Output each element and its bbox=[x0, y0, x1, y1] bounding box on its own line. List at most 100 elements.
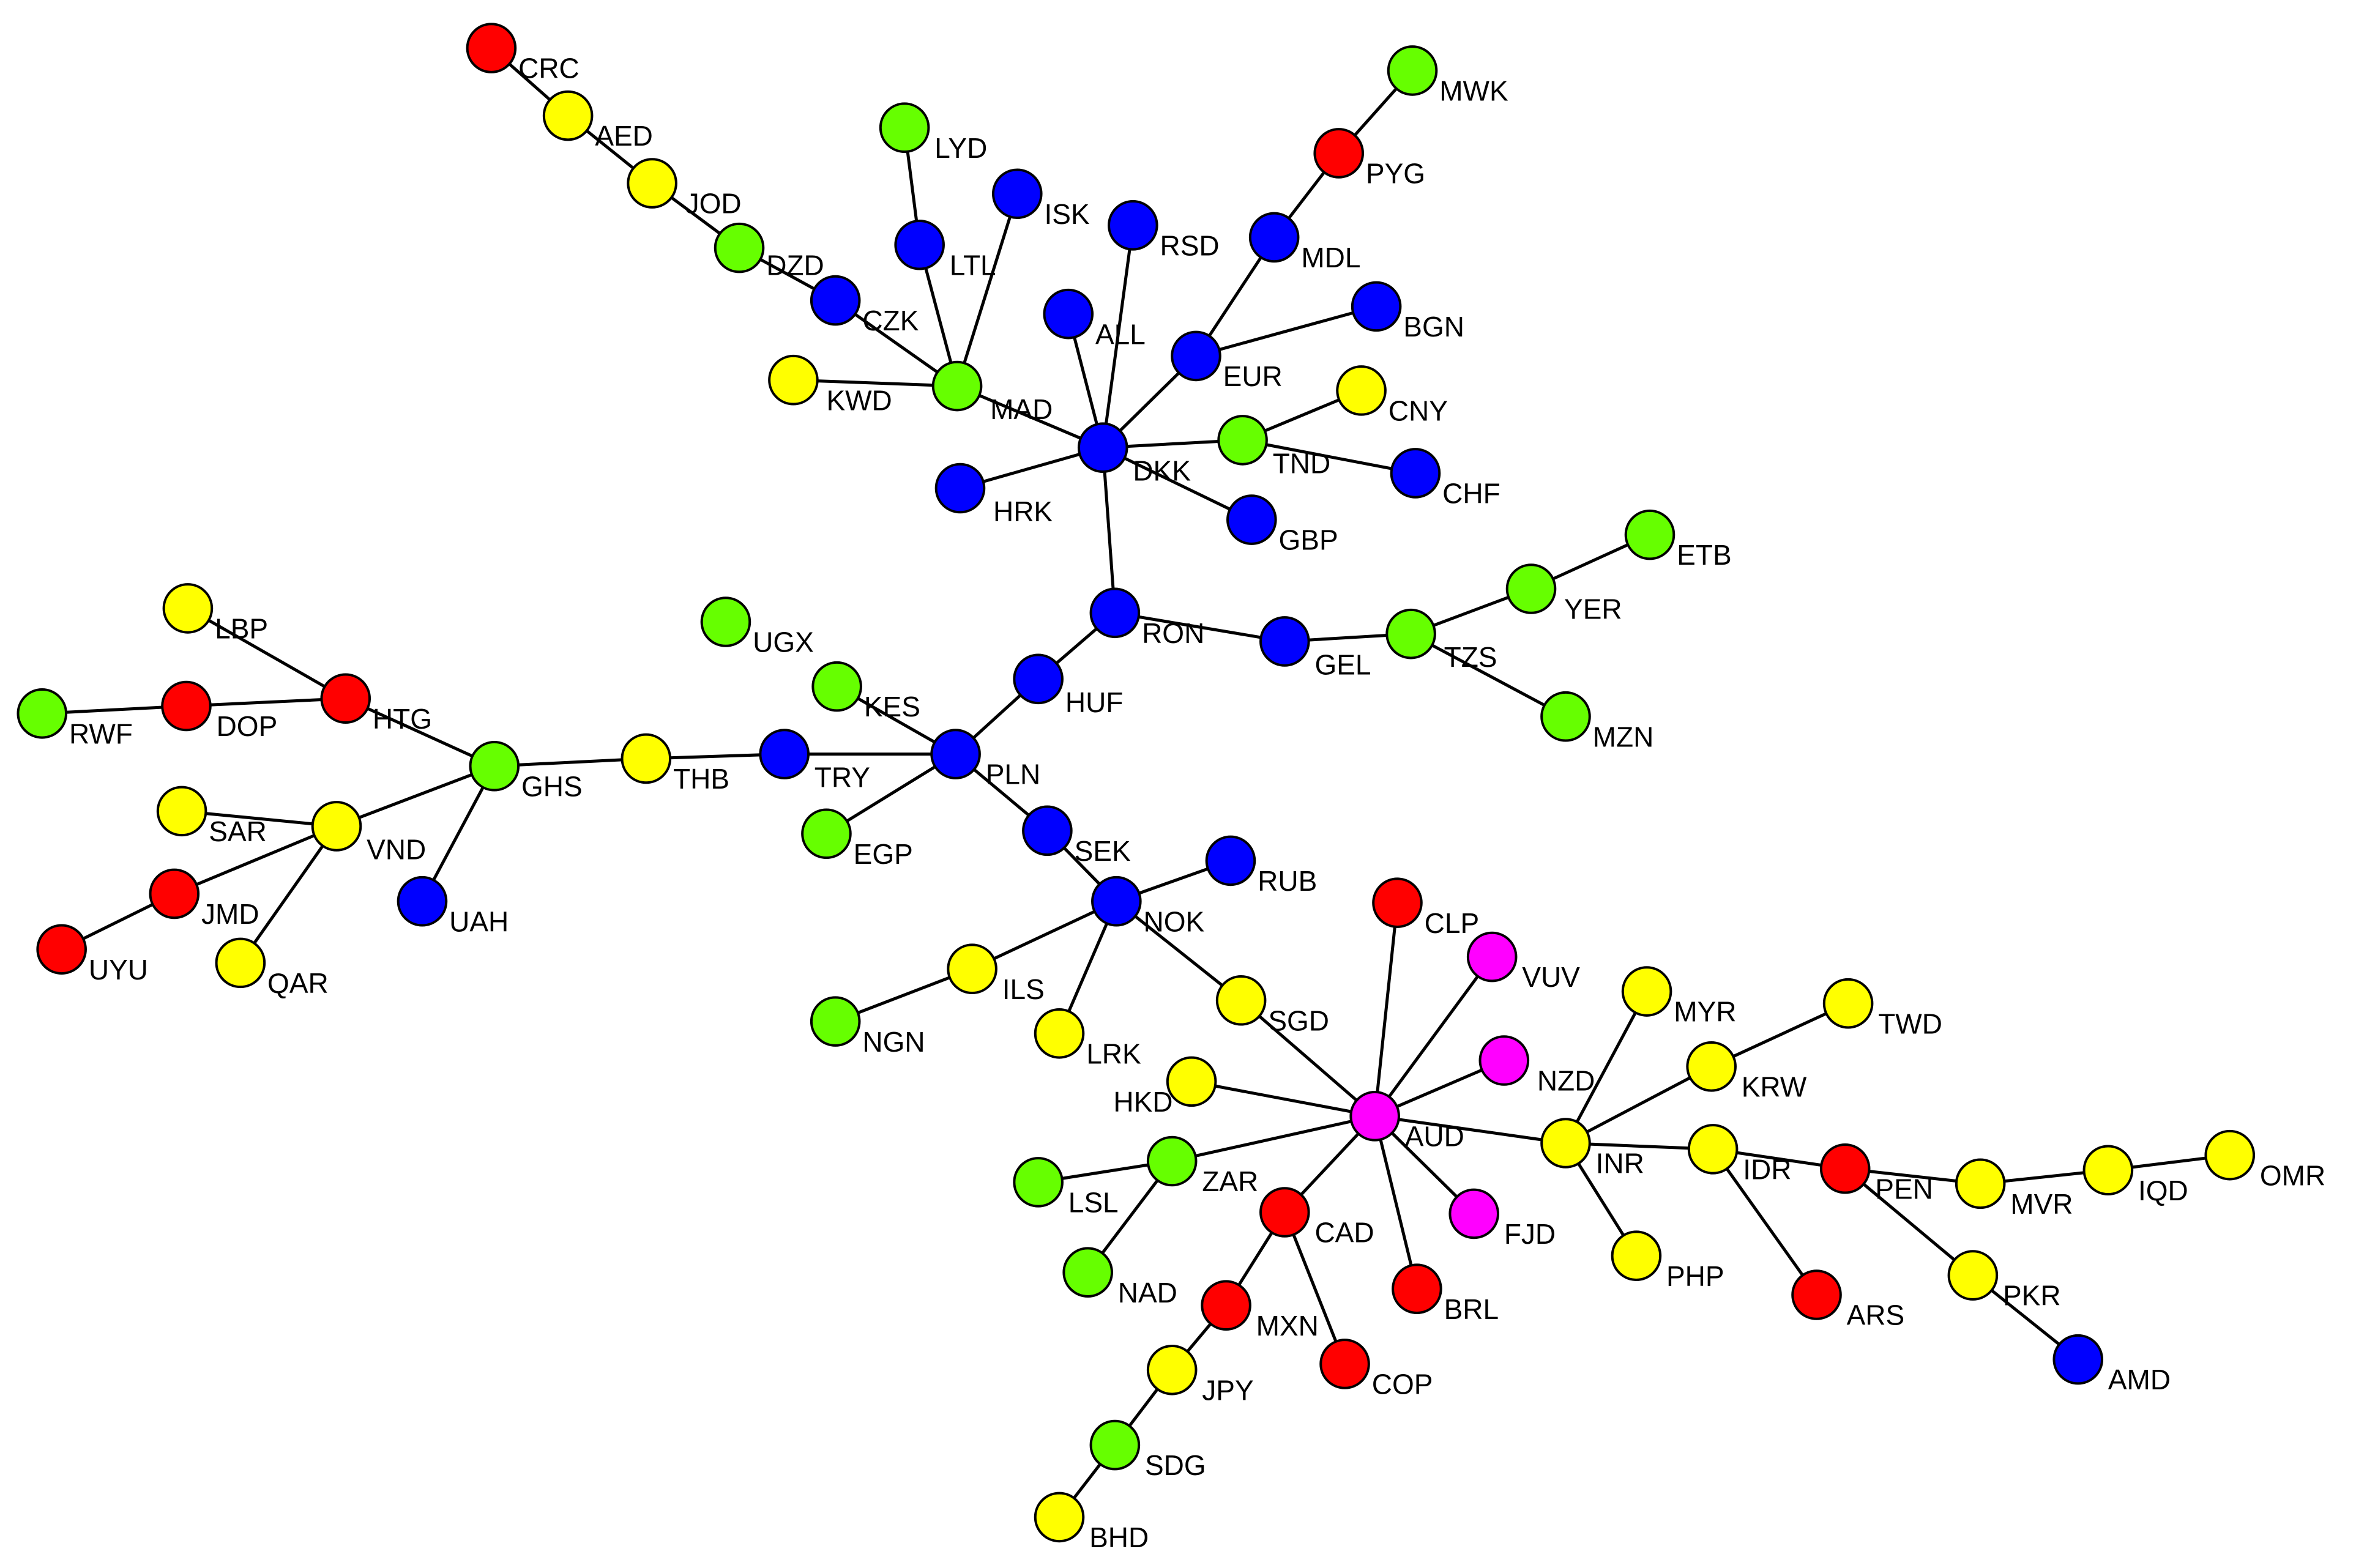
node-kwd: KWD bbox=[768, 354, 892, 416]
edge-mad-dkk bbox=[956, 384, 1104, 449]
node-label-isk: ISK bbox=[1044, 198, 1089, 230]
node-label-sek: SEK bbox=[1075, 835, 1131, 867]
node-label-pln: PLN bbox=[986, 759, 1040, 790]
node-tzs: TZS bbox=[1385, 608, 1497, 673]
node-circle-lsl bbox=[1013, 1157, 1064, 1208]
node-label-rwf: RWF bbox=[69, 718, 133, 749]
node-label-lrk: LRK bbox=[1086, 1038, 1141, 1069]
edge-ghs-htg bbox=[345, 697, 495, 768]
node-pen: PEN bbox=[1819, 1143, 1933, 1205]
node-label-inr: INR bbox=[1596, 1148, 1644, 1180]
edge-tzs-mzn bbox=[1410, 632, 1567, 718]
node-label-mdl: MDL bbox=[1301, 242, 1360, 273]
edge-aud-zar bbox=[1171, 1114, 1376, 1163]
node-circle-nad bbox=[1062, 1247, 1113, 1298]
node-circle-pln bbox=[930, 729, 981, 779]
node-bhd: BHD bbox=[1034, 1492, 1149, 1553]
node-qar: QAR bbox=[215, 937, 329, 999]
node-label-nok: NOK bbox=[1144, 905, 1205, 937]
node-sdg: SDG bbox=[1089, 1419, 1206, 1481]
node-circle-rwf bbox=[17, 688, 68, 739]
node-circle-ars bbox=[1791, 1269, 1842, 1320]
node-pln: PLN bbox=[930, 729, 1040, 790]
edge-ron-gel bbox=[1114, 611, 1285, 643]
node-all: ALL bbox=[1043, 288, 1146, 350]
node-label-aud: AUD bbox=[1405, 1120, 1464, 1152]
node-label-brl: BRL bbox=[1444, 1293, 1499, 1325]
node-label-php: PHP bbox=[1666, 1260, 1724, 1292]
node-label-uyu: UYU bbox=[89, 954, 148, 986]
node-label-qar: QAR bbox=[267, 967, 329, 999]
node-label-tnd: TND bbox=[1273, 447, 1331, 479]
edge-htg-lbp bbox=[187, 607, 346, 700]
node-circle-clp bbox=[1372, 877, 1423, 928]
edge-sgd-aud bbox=[1240, 999, 1376, 1118]
node-circle-aed bbox=[542, 90, 594, 141]
edge-tnd-chf bbox=[1242, 438, 1416, 475]
node-nad: NAD bbox=[1062, 1247, 1177, 1309]
node-circle-ron bbox=[1089, 587, 1141, 639]
node-rub: RUB bbox=[1205, 835, 1317, 897]
edge-cad-cop bbox=[1283, 1211, 1346, 1365]
node-circle-aud bbox=[1349, 1091, 1400, 1142]
node-label-pkr: PKR bbox=[2003, 1280, 2061, 1312]
node-label-vnd: VND bbox=[367, 833, 426, 865]
node-pkr: PKR bbox=[1947, 1250, 2061, 1312]
node-uah: UAH bbox=[397, 875, 509, 937]
node-omr: OMR bbox=[2204, 1129, 2325, 1191]
edge-pln-egp bbox=[826, 752, 956, 835]
node-circle-uah bbox=[397, 875, 448, 927]
node-circle-mwk bbox=[1387, 45, 1438, 96]
node-ngn: NGN bbox=[810, 996, 925, 1058]
node-rwf: RWF bbox=[17, 688, 133, 749]
node-ugx: UGX bbox=[700, 596, 814, 658]
node-chf: CHF bbox=[1390, 448, 1500, 510]
node-label-twd: TWD bbox=[1878, 1008, 1942, 1039]
node-isk: ISK bbox=[991, 168, 1090, 230]
node-label-jod: JOD bbox=[685, 188, 742, 220]
node-circle-myr bbox=[1621, 966, 1672, 1017]
node-uyu: UYU bbox=[36, 924, 148, 986]
node-label-gbp: GBP bbox=[1279, 524, 1338, 556]
node-label-vuv: VUV bbox=[1522, 961, 1580, 993]
node-brl: BRL bbox=[1392, 1263, 1499, 1325]
node-nzd: NZD bbox=[1478, 1035, 1595, 1097]
node-czk: CZK bbox=[810, 275, 919, 336]
node-twd: TWD bbox=[1822, 978, 1942, 1039]
edge-pen-pkr bbox=[1844, 1167, 1974, 1277]
node-circle-bgn bbox=[1351, 281, 1402, 332]
node-label-omr: OMR bbox=[2260, 1159, 2325, 1191]
node-label-jmd: JMD bbox=[201, 898, 259, 930]
node-circle-yer bbox=[1505, 563, 1557, 614]
node-label-ugx: UGX bbox=[753, 626, 814, 658]
node-circle-cny bbox=[1336, 365, 1387, 416]
node-circle-pyg bbox=[1313, 128, 1365, 179]
node-circle-czk bbox=[810, 275, 861, 326]
node-circle-ltl bbox=[894, 219, 945, 270]
node-label-bhd: BHD bbox=[1089, 1522, 1149, 1553]
node-try: TRY bbox=[759, 729, 870, 793]
node-circle-zar bbox=[1146, 1135, 1198, 1187]
node-circle-crc bbox=[466, 23, 517, 73]
node-circle-mdl bbox=[1248, 212, 1300, 263]
node-circle-tnd bbox=[1217, 415, 1268, 466]
node-circle-mad bbox=[931, 360, 983, 412]
edge-vnd-jmd bbox=[173, 825, 337, 896]
node-label-ars: ARS bbox=[1847, 1299, 1905, 1331]
node-bgn: BGN bbox=[1351, 281, 1464, 343]
edge-dkk-gbp bbox=[1102, 446, 1253, 521]
node-sgd: SGD bbox=[1215, 975, 1329, 1036]
node-label-cad: CAD bbox=[1314, 1217, 1374, 1249]
node-label-yer: YER bbox=[1564, 593, 1622, 625]
node-hrk: HRK bbox=[934, 463, 1053, 527]
node-circle-php bbox=[1611, 1230, 1662, 1281]
node-eur: EUR bbox=[1171, 330, 1283, 392]
node-cop: COP bbox=[1319, 1339, 1433, 1400]
node-fjd: FJD bbox=[1448, 1188, 1556, 1250]
edge-aud-clp bbox=[1373, 902, 1399, 1117]
node-yer: YER bbox=[1505, 563, 1622, 625]
node-inr: INR bbox=[1540, 1118, 1644, 1180]
node-label-ron: RON bbox=[1142, 617, 1204, 649]
node-label-eur: EUR bbox=[1223, 360, 1283, 392]
node-circle-amd bbox=[2052, 1334, 2104, 1385]
